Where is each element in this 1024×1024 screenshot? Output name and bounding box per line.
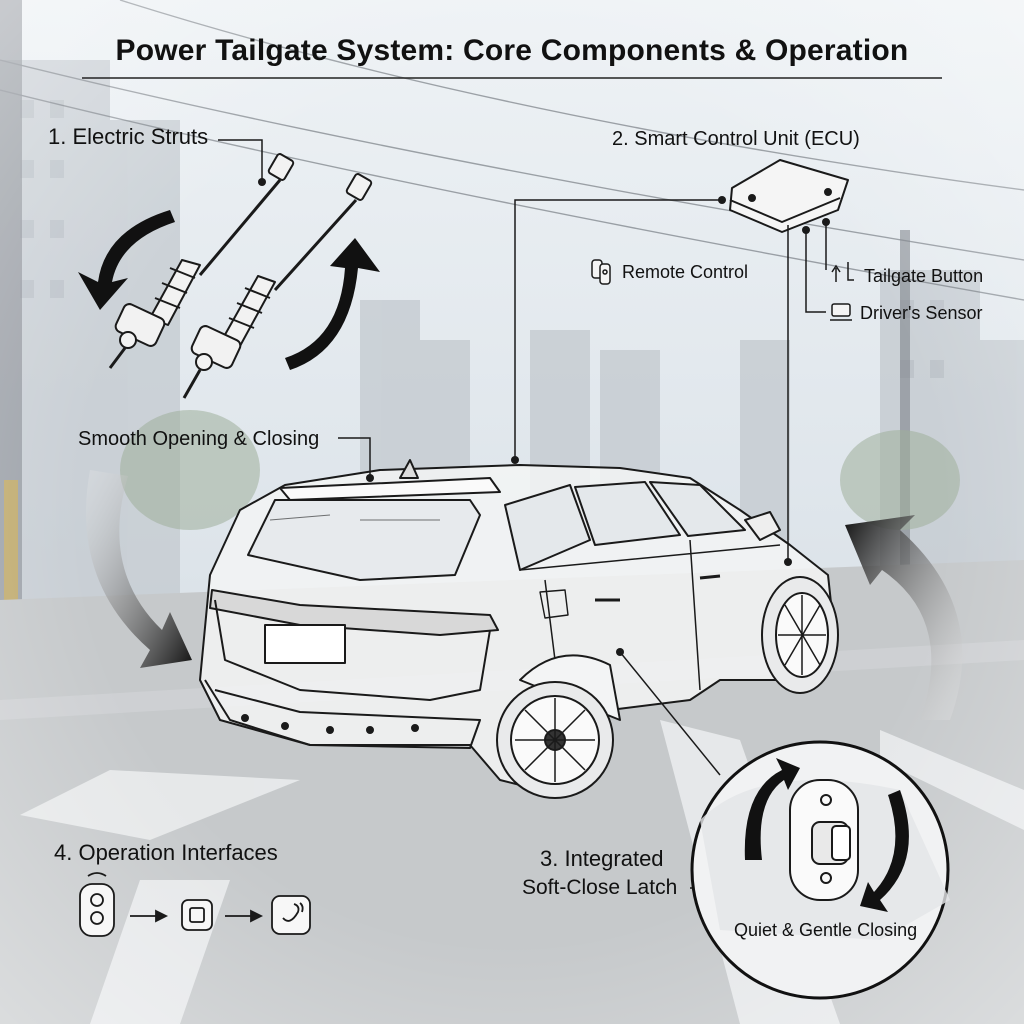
ecu-box (729, 159, 849, 233)
remote-icon (591, 259, 611, 285)
label-quiet-closing: Quiet & Gentle Closing (734, 920, 918, 940)
connector-lines (218, 139, 827, 889)
label-smooth-opening: Smooth Opening & Closing (78, 428, 320, 450)
seat-sensor-icon (830, 303, 852, 321)
latch-rotate-arrow-up (744, 758, 800, 860)
label-tailgate-button: Tailgate Button (864, 266, 984, 286)
electric-strut-right (182, 173, 373, 399)
latch-rotate-arrow-down (860, 790, 909, 912)
label-smart-control-unit: 2. Smart Control Unit (ECU) (612, 128, 860, 150)
label-soft-close-latch: Soft-Close Latch (522, 876, 678, 899)
button-icon (181, 899, 213, 931)
connector-dots (258, 178, 830, 656)
latch-magnifier (690, 740, 950, 1000)
smooth-down-arrow (86, 470, 192, 668)
latch-up-arrow (845, 515, 963, 720)
label-integrated: 3. Integrated (540, 846, 664, 871)
label-drivers-sensor: Driver's Sensor (860, 303, 983, 323)
electric-strut-left (108, 153, 295, 369)
strut-rotate-arrow-left (78, 210, 175, 310)
label-operation-interfaces: 4. Operation Interfaces (54, 840, 278, 865)
strut-rotate-arrow-right (285, 238, 380, 370)
operation-interface-icons (79, 872, 311, 937)
touch-sensor-icon (271, 895, 311, 935)
suv-illustration (199, 459, 839, 799)
opening-arrows (78, 210, 963, 720)
label-electric-struts: 1. Electric Struts (48, 124, 209, 149)
key-fob-icon (79, 872, 115, 937)
label-remote-control: Remote Control (622, 262, 749, 282)
page-title: Power Tailgate System: Core Components &… (115, 34, 909, 67)
switch-icon (831, 262, 854, 282)
